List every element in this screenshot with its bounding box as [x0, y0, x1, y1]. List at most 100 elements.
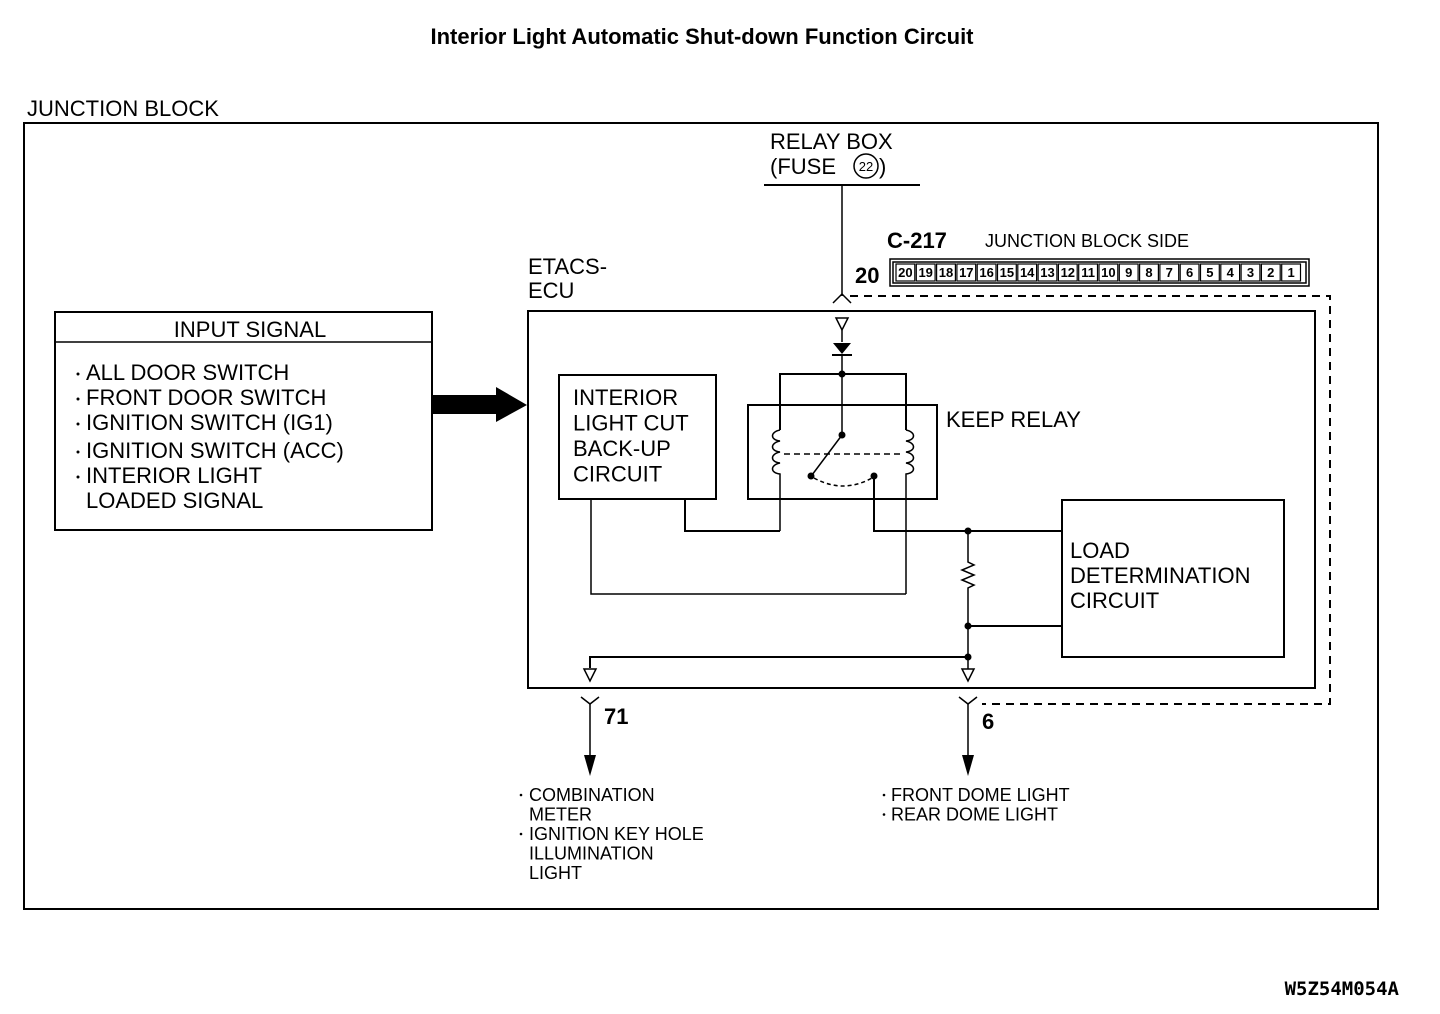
output-item-left: LIGHT: [529, 863, 582, 883]
connector-pin: [1138, 263, 1159, 282]
etacs-ecu-box: [527, 310, 1316, 689]
bullet-icon: [76, 372, 80, 376]
input-signal-outline: [54, 311, 433, 531]
connector-side-label: JUNCTION BLOCK SIDE: [985, 231, 1189, 251]
terminal-6-label: 6: [982, 709, 994, 734]
keep-relay: KEEP RELAY: [747, 373, 1081, 594]
bullet-icon: [76, 397, 80, 401]
connector-pin-number: 5: [1206, 265, 1213, 280]
connector-pin: [976, 263, 997, 282]
backup-circuit-box: [558, 374, 717, 500]
terminal-71-label: 71: [604, 704, 628, 729]
connector-pin: [1098, 263, 1119, 282]
connector-pin-number: 15: [1000, 265, 1014, 280]
relay-box: RELAY BOX (FUSE 22 ): [764, 129, 920, 296]
connector-pin: [1220, 263, 1241, 282]
diagram-title: Interior Light Automatic Shut-down Funct…: [430, 24, 974, 49]
bullet-icon: [76, 475, 80, 479]
connector-pin-number: 6: [1186, 265, 1193, 280]
relay-coil-left-icon: [771, 429, 781, 531]
arrow-down-icon: [584, 755, 596, 776]
connector-inner: [892, 261, 1307, 284]
junction-block-label: JUNCTION BLOCK: [27, 96, 219, 121]
bullet-icon: [76, 422, 80, 426]
junction-block-outline: [23, 122, 1379, 910]
connector-pin: [895, 263, 916, 282]
terminal-triangle-top: [834, 317, 850, 332]
fuse-suffix: ): [879, 154, 886, 179]
connector-pin: [1017, 263, 1038, 282]
connector-pin: [1179, 263, 1200, 282]
input-signal-item: IGNITION SWITCH (ACC): [86, 438, 344, 463]
output-item-left: COMBINATION: [529, 785, 655, 805]
connector-pin-number: 2: [1267, 265, 1274, 280]
relay-coil-right-icon: [905, 429, 915, 594]
connector-pin: [956, 263, 977, 282]
connector-pin: [935, 263, 956, 282]
output-item-right: FRONT DOME LIGHT: [891, 785, 1070, 805]
connector-pin-callout: 20: [855, 263, 879, 288]
connector-pin-number: 19: [918, 265, 932, 280]
fuse-prefix: (FUSE: [770, 154, 836, 179]
input-arrow: [432, 387, 527, 422]
load-determination-box: [1061, 499, 1285, 658]
input-signal-item: ALL DOOR SWITCH: [86, 360, 289, 385]
switch-contact-left: [807, 472, 815, 480]
switch-travel-arc: [813, 477, 873, 487]
connector-pin: [1281, 263, 1302, 282]
backup-return-wire: [590, 499, 906, 595]
terminal-6-symbol: [958, 696, 978, 705]
fuse-number-circle: [853, 153, 879, 179]
bullet-icon: [76, 450, 80, 454]
connector-pin-number: 17: [959, 265, 973, 280]
connector-pin-number: 1: [1287, 265, 1294, 280]
bullet-icon: [882, 793, 886, 797]
connector-pin-number: 18: [939, 265, 953, 280]
connector-pin: [1240, 263, 1261, 282]
input-signal-item: IGNITION SWITCH (IG1): [86, 410, 333, 435]
bullet-icon: [519, 793, 523, 797]
input-signal-item: FRONT DOOR SWITCH: [86, 385, 326, 410]
ecu-label-line1: ETACS-: [528, 254, 607, 279]
connector-pin: [1037, 263, 1058, 282]
switch-arm: [811, 434, 843, 476]
connector-pin-number: 3: [1247, 265, 1254, 280]
connector-pin-number: 8: [1145, 265, 1152, 280]
connector-pin-number: 4: [1227, 265, 1235, 280]
load-determination-line: LOAD: [1070, 538, 1130, 563]
connector-pin: [1078, 263, 1099, 282]
backup-circuit-line: CIRCUIT: [573, 462, 662, 487]
relay-output-wire: [873, 476, 1062, 532]
connector-outer: [889, 258, 1310, 287]
resistor-icon: [960, 531, 976, 657]
connector-pin-number: 9: [1125, 265, 1132, 280]
bullet-icon: [882, 813, 886, 816]
backup-circuit-line: BACK-UP: [573, 436, 671, 461]
connector-pin: [1199, 263, 1220, 282]
load-determination-line: DETERMINATION: [1070, 563, 1250, 588]
connector-pin-number: 13: [1040, 265, 1054, 280]
connector-pin: [1159, 263, 1180, 282]
connector-pin-number: 16: [979, 265, 993, 280]
dashed-wire: [850, 295, 1331, 705]
terminal-20-symbol: [832, 292, 852, 304]
figure-code: W5Z54M054A: [1285, 978, 1400, 1000]
connector-pin: [1260, 263, 1281, 282]
bullet-icon: [519, 832, 523, 836]
relay-coil-feed: [779, 373, 907, 430]
terminal-71-symbol: [580, 696, 600, 705]
connector-pin: [1118, 263, 1139, 282]
terminal-triangle-71: [582, 668, 598, 683]
connector-pin-number: 10: [1101, 265, 1115, 280]
connector-pin: [915, 263, 936, 282]
fuse-number: 22: [859, 159, 873, 174]
connector-pin-number: 7: [1166, 265, 1173, 280]
